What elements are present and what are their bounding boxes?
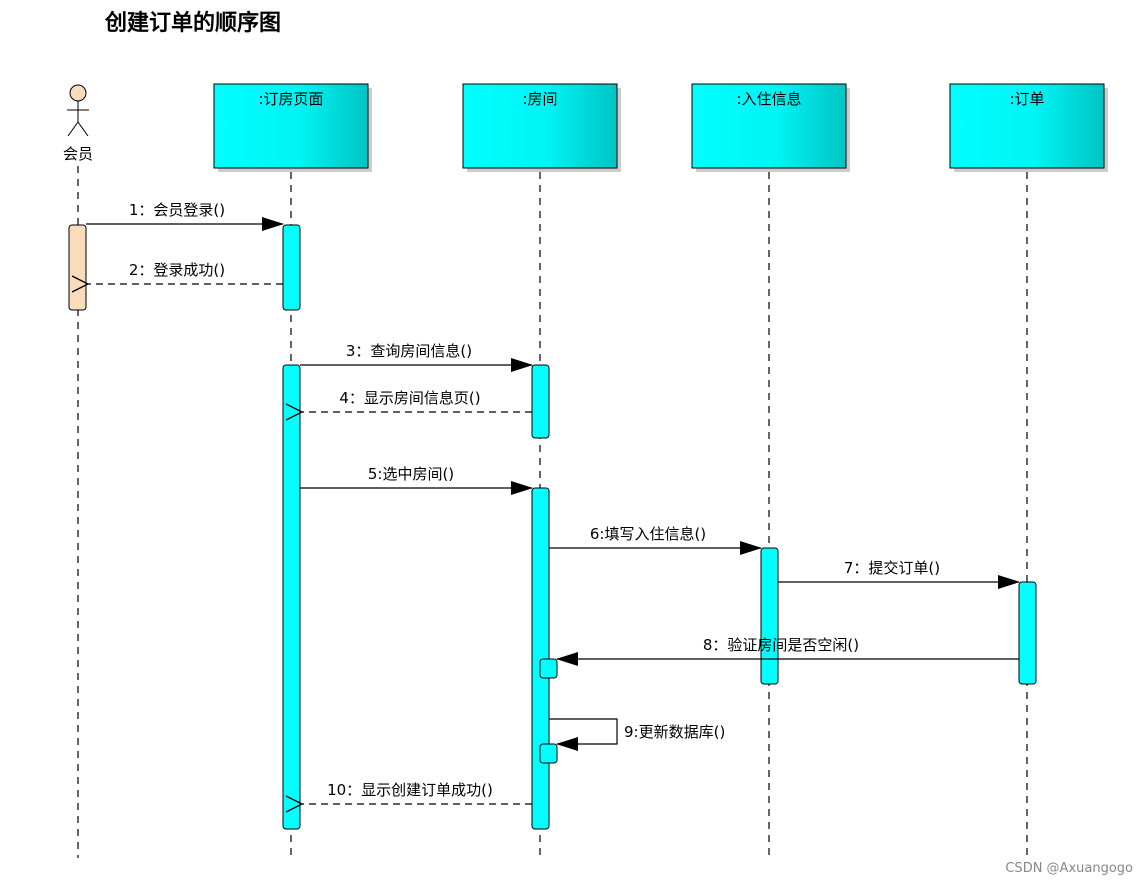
actor-label: 会员 [63, 145, 93, 163]
lifeline-head-order: :订单 [949, 83, 1108, 172]
activation-room-1 [531, 364, 550, 439]
message-10: 10：显示创建订单成功() [285, 781, 532, 813]
message-label: 10：显示创建订单成功() [327, 781, 493, 799]
message-label: 5:选中房间() [368, 465, 454, 483]
message-1: 1：会员登录() [86, 201, 284, 231]
message-label: 2：登录成功() [129, 261, 225, 279]
message-label: 4：显示房间信息页() [339, 389, 480, 407]
message-7: 7：提交订单() [778, 559, 1020, 589]
message-3: 3：查询房间信息() [300, 342, 533, 372]
message-arrow [549, 718, 618, 751]
activation-room-nested-2 [539, 743, 558, 764]
activation-page-2 [282, 364, 301, 830]
lifeline-label: :入住信息 [736, 90, 801, 108]
lifeline-label: :订房页面 [258, 90, 323, 108]
message-label: 3：查询房间信息() [346, 342, 472, 360]
message-label: 6:填写入住信息() [590, 525, 706, 543]
diagram-title: 创建订单的顺序图 [104, 10, 281, 36]
message-4: 4：显示房间信息页() [285, 389, 532, 421]
message-label: 1：会员登录() [129, 201, 225, 219]
watermark: CSDN @Axuangogo [1005, 861, 1133, 876]
message-label: 9:更新数据库() [624, 723, 725, 741]
activation-actor [68, 224, 87, 311]
lifeline-label: :房间 [522, 90, 557, 108]
message-8: 8：验证房间是否空闲() [556, 636, 1019, 666]
message-2: 2：登录成功() [71, 261, 283, 293]
activation-checkin [760, 547, 779, 685]
lifeline-head-room: :房间 [462, 83, 621, 172]
lifeline-head-checkin-info: :入住信息 [691, 83, 850, 172]
message-5: 5:选中房间() [300, 465, 533, 495]
activation-order [1018, 581, 1037, 685]
lifeline-head-order-page: :订房页面 [213, 83, 372, 172]
activation-page-1 [282, 224, 301, 311]
message-label: 7：提交订单() [844, 559, 940, 577]
activations [68, 224, 1037, 830]
lifeline-label: :订单 [1009, 90, 1044, 108]
message-9-self: 9:更新数据库() [549, 718, 725, 751]
message-6: 6:填写入住信息() [549, 525, 762, 555]
actor-member: 会员 [63, 84, 93, 163]
message-label: 8：验证房间是否空闲() [703, 636, 859, 654]
activation-room-nested-1 [539, 658, 558, 679]
stick-figure-icon [67, 84, 89, 137]
